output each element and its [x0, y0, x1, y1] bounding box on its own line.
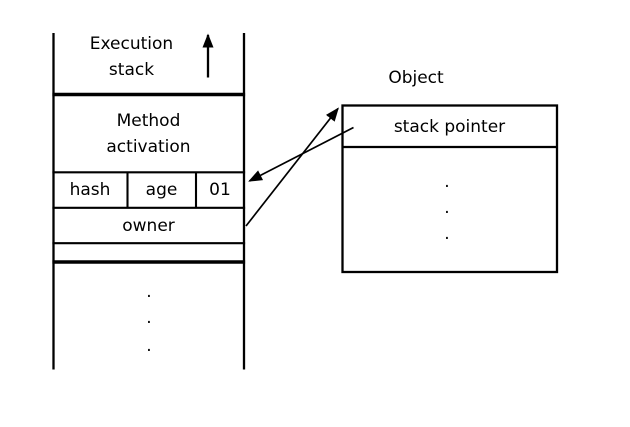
stack-ellipsis-dot: .	[146, 282, 152, 302]
object-box	[341, 104, 559, 274]
owner-arrow	[245, 107, 339, 227]
execution-stack-label: Execution stack	[89, 34, 174, 80]
stack-pointer-field-label: stack pointer	[393, 117, 506, 137]
owner-field-label: owner	[122, 216, 175, 236]
object-title: Object	[388, 68, 444, 88]
object-ellipsis-dot: .	[444, 224, 450, 244]
method-activation-label: Method activation	[106, 111, 191, 157]
object-ellipsis-dot: .	[444, 172, 450, 192]
stack-ellipsis-dot: .	[146, 308, 152, 328]
age-field-label: age	[145, 180, 178, 200]
hash-field-label: hash	[69, 180, 111, 200]
header-value-label: 01	[209, 180, 231, 200]
stack-ellipsis-dot: .	[146, 336, 152, 356]
object-ellipsis-dot: .	[444, 198, 450, 218]
